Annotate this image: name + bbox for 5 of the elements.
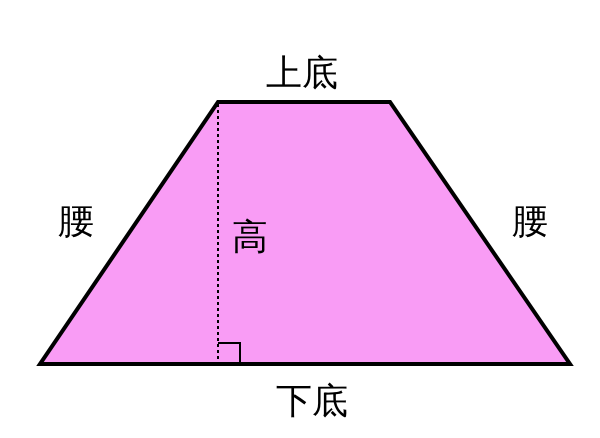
- side-label: 腰: [58, 204, 94, 240]
- base-label: 下底: [276, 384, 348, 420]
- base-label: 上底: [266, 56, 338, 92]
- side-label: 腰: [512, 204, 548, 240]
- height-label: 高: [232, 220, 268, 256]
